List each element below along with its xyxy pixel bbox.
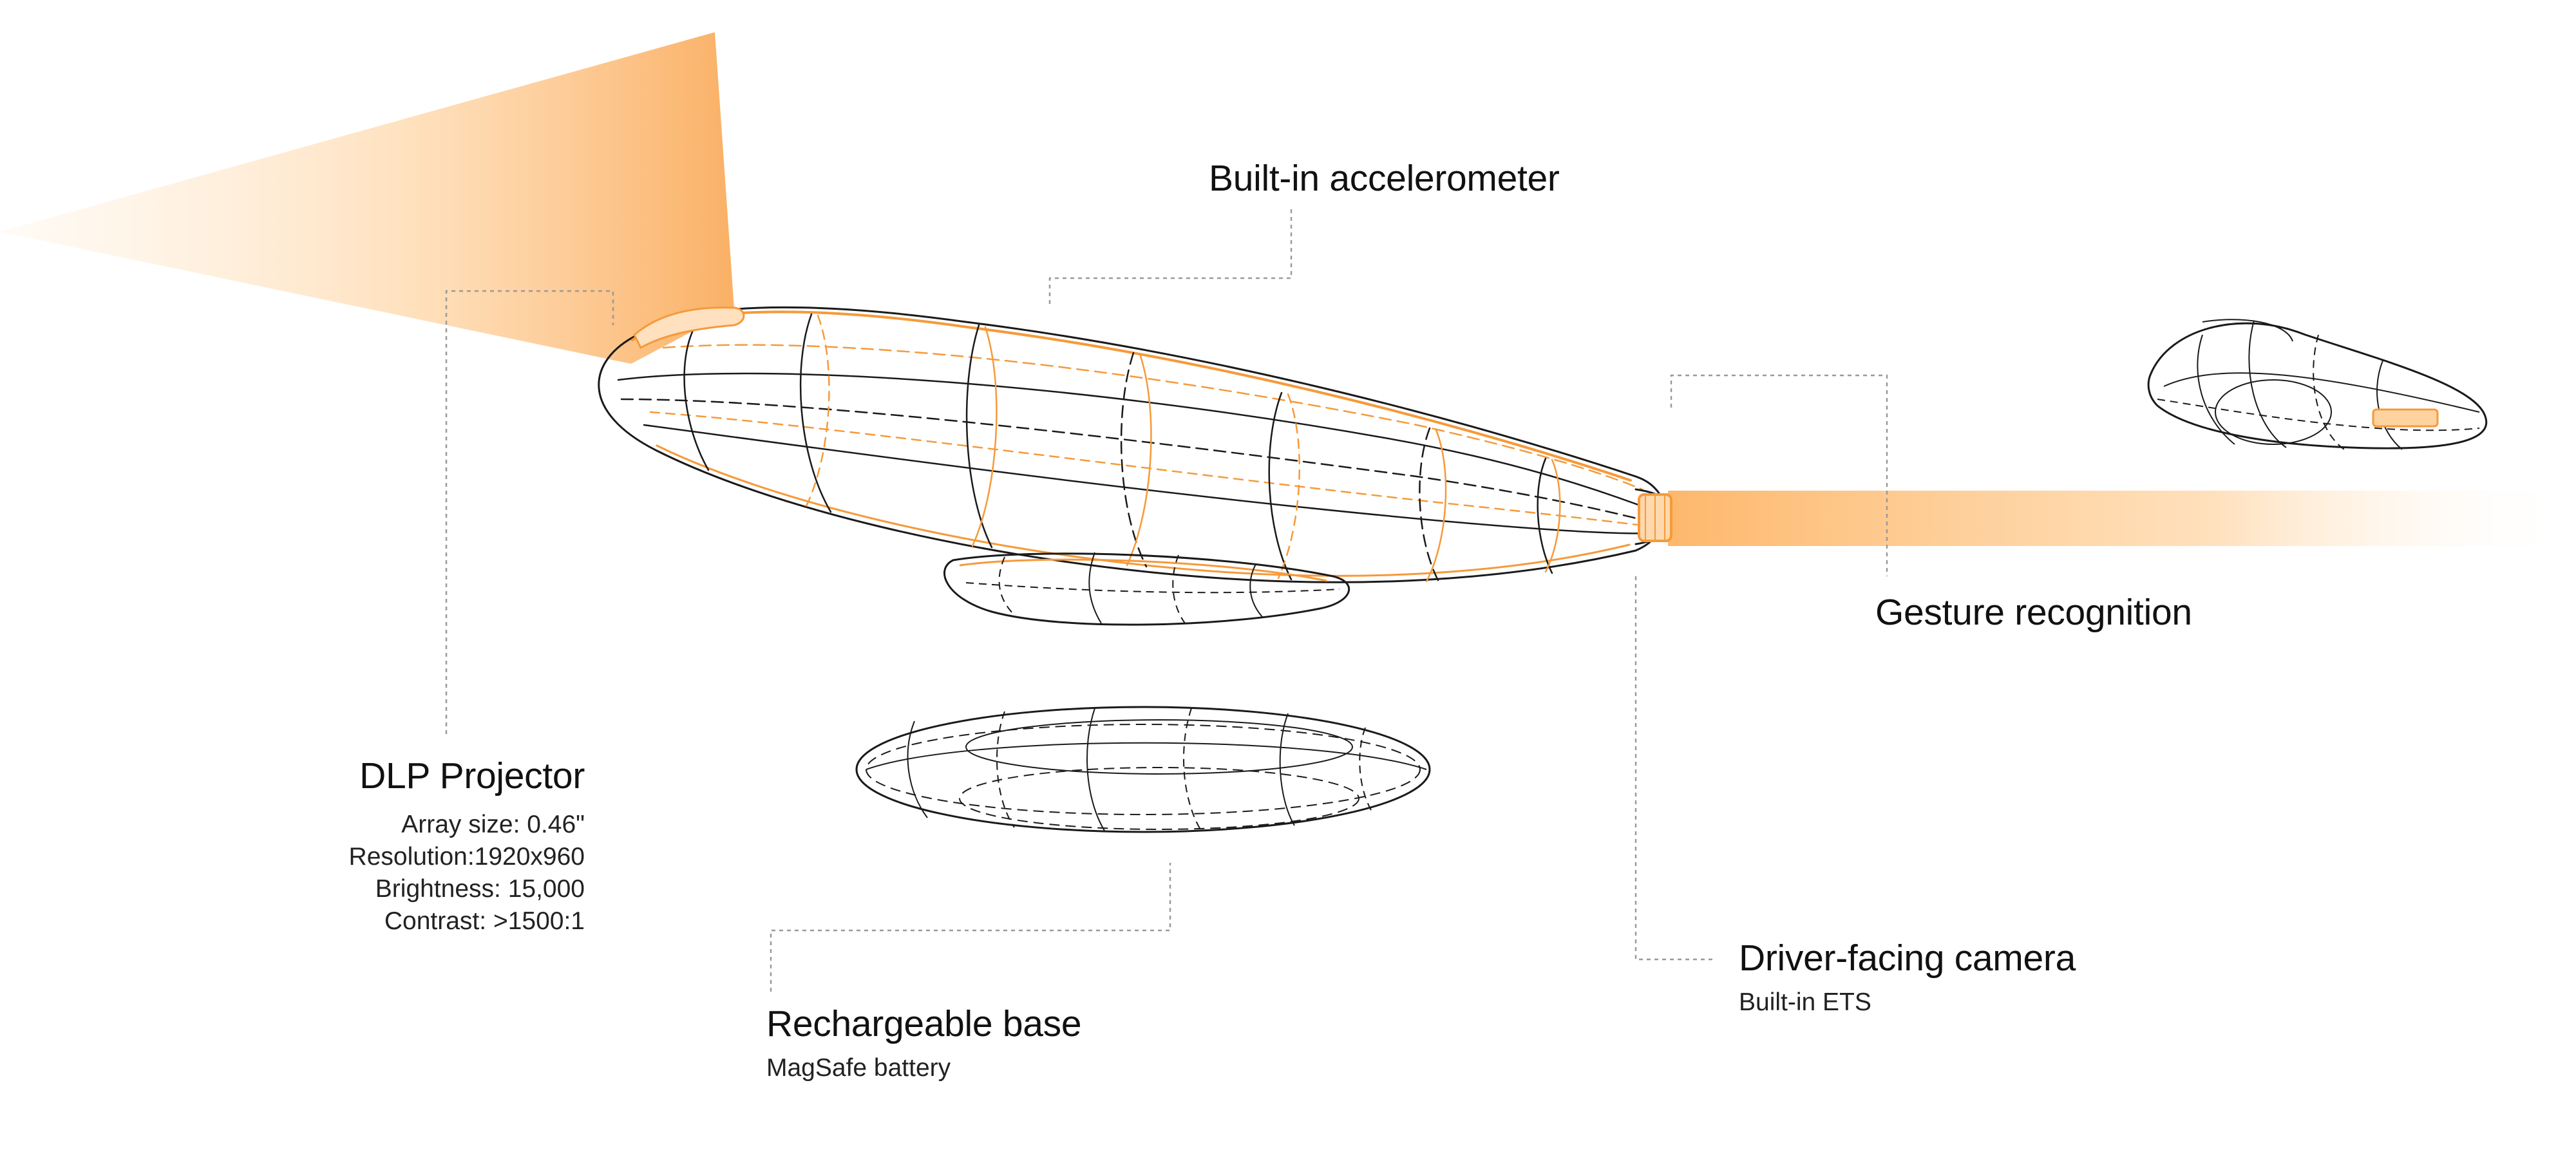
- projector-specs: Array size: 0.46" Resolution:1920x960 Br…: [349, 809, 585, 938]
- leader-accelerometer: [1048, 207, 1293, 304]
- projector-spec-brightness: Brightness: 15,000: [375, 875, 585, 903]
- camera-label: Driver-facing camera: [1739, 938, 2076, 979]
- leader-base: [770, 863, 1171, 992]
- base-wireframe: [855, 706, 1431, 833]
- accelerometer-label: Built-in accelerometer: [1209, 158, 1560, 199]
- projector-spec-contrast: Contrast: >1500:1: [384, 907, 585, 935]
- gesture-beam: [1668, 491, 2576, 546]
- gesture-label: Gesture recognition: [1875, 592, 2192, 633]
- projector-spec-resolution: Resolution:1920x960: [348, 843, 585, 871]
- projector-spec-array-size: Array size: 0.46": [401, 811, 585, 838]
- base-sublabel: MagSafe battery: [766, 1054, 951, 1082]
- under-pod-wireframe: [943, 552, 1350, 626]
- base-label: Rechargeable base: [766, 1003, 1082, 1044]
- main-device-wireframe: [598, 306, 1672, 584]
- projector-label: DLP Projector: [359, 755, 585, 797]
- leader-camera: [1634, 576, 1716, 961]
- camera-sublabel: Built-in ETS: [1739, 988, 1871, 1016]
- small-device-wireframe: [2147, 319, 2488, 450]
- leader-gesture: [1670, 374, 1888, 576]
- projector-beam: [0, 32, 734, 364]
- leader-projector: [445, 290, 614, 734]
- leader-lines: [445, 207, 1888, 992]
